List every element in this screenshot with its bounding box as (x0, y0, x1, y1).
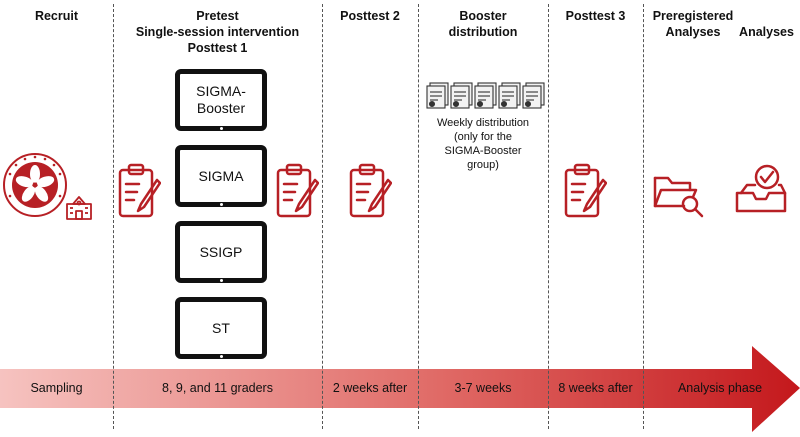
header-analyses: Analyses (733, 24, 800, 40)
timeline-arrow (0, 346, 800, 432)
clipboard-pencil-icon (118, 163, 161, 218)
inbox-check-icon (735, 164, 787, 213)
timeline-label-eight-weeks: 8 weeks after (558, 381, 633, 395)
condition-ssigp: SSIGP (175, 221, 267, 283)
divider-2 (322, 4, 323, 429)
header-pretest-line2: Single-session intervention (135, 25, 300, 39)
clipboard-pencil-icon (349, 163, 392, 218)
timeline-label-two-weeks: 2 weeks after (332, 381, 408, 395)
booster-note-line4: group) (467, 159, 499, 171)
divider-4 (548, 4, 549, 429)
condition-ssigp-label: SSIGP (199, 243, 243, 260)
divider-5 (643, 4, 644, 429)
condition-sigma-booster: SIGMA- Booster (175, 69, 267, 131)
header-pretest-line1: Pretest (196, 9, 239, 23)
header-booster: Booster distribution (418, 8, 548, 40)
header-recruit: Recruit (0, 8, 113, 24)
condition-sigma: SIGMA (175, 145, 267, 207)
condition-st: ST (175, 297, 267, 359)
divider-1 (113, 4, 114, 429)
condition-sigma-booster-line2: Booster (196, 100, 246, 116)
clipboard-pencil-icon (564, 163, 607, 218)
header-preregistered-line2: Analyses (665, 25, 721, 39)
header-booster-line1: Booster (459, 9, 507, 23)
header-preregistered-line1: Preregistered (652, 9, 734, 23)
folder-search-icon (653, 176, 704, 218)
divider-3 (418, 4, 419, 429)
header-pretest: Pretest Single-session intervention Post… (113, 8, 322, 56)
condition-st-label: ST (212, 319, 230, 336)
booster-note: Weekly distribution (only for the SIGMA-… (418, 116, 548, 172)
hong-kong-emblem-icon (3, 153, 67, 217)
booster-note-line3: SIGMA-Booster (444, 145, 522, 157)
header-preregistered: Preregistered Analyses (643, 8, 743, 40)
header-posttest3: Posttest 3 (548, 8, 643, 24)
timeline-label-analysis-phase: Analysis phase (677, 381, 763, 395)
header-posttest3-text: Posttest 3 (565, 9, 626, 23)
school-icon (66, 196, 92, 220)
timeline-label-graders: 8, 9, and 11 graders (162, 381, 273, 395)
header-recruit-text: Recruit (34, 9, 79, 23)
header-booster-line2: distribution (448, 25, 518, 39)
document-stack-icon (426, 82, 545, 109)
clipboard-pencil-icon (276, 163, 319, 218)
header-posttest2: Posttest 2 (322, 8, 418, 24)
timeline-label-sampling: Sampling (30, 381, 83, 395)
booster-note-line2: (only for the (453, 131, 513, 143)
header-analyses-text: Analyses (739, 25, 794, 39)
header-pretest-line3: Posttest 1 (187, 41, 248, 55)
booster-note-line1: Weekly distribution (436, 117, 530, 129)
header-posttest2-text: Posttest 2 (340, 9, 400, 23)
timeline-label-three-seven-weeks: 3-7 weeks (454, 381, 512, 395)
condition-sigma-booster-line1: SIGMA- (196, 83, 246, 99)
condition-sigma-label: SIGMA (198, 167, 244, 184)
